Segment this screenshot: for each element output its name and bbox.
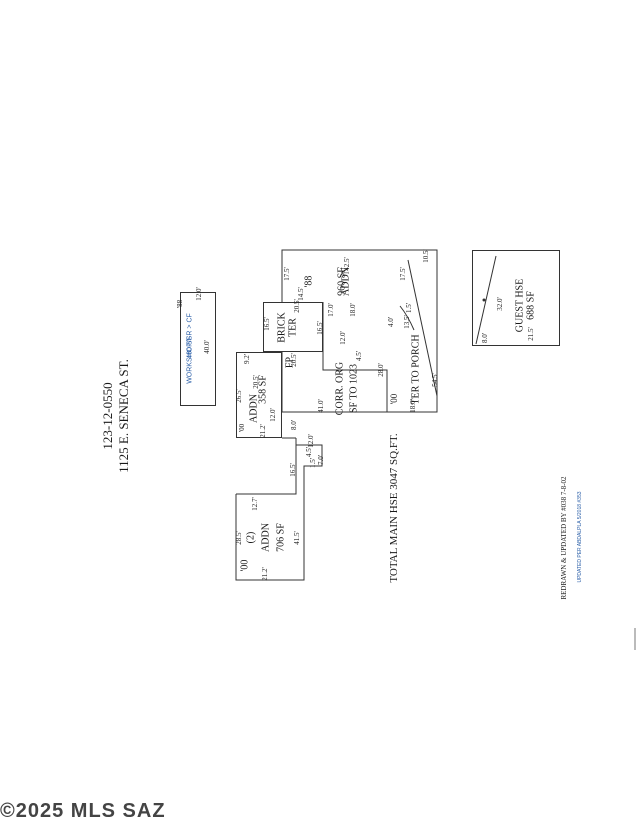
corr-org-d2: 12.0' (339, 331, 347, 345)
addn-960-d1: 17.5' (283, 267, 291, 281)
guest-d3: 21.5' (527, 327, 535, 341)
addn-706-d3: 21.2' (261, 567, 269, 581)
updated-note: UPDATED PER ABDALPLA 5/2018 #353 (577, 491, 583, 583)
corr-org-d3: 28.0' (377, 363, 385, 377)
corr-org-area: SF TO 1023 (348, 363, 360, 414)
addn-706-name: ADDN (260, 523, 272, 552)
addn-706-d2: 12.7' (251, 497, 259, 511)
guest-name: GUEST HSE (514, 278, 526, 333)
total-main-house: TOTAL MAIN HSE 3047 SQ.FT. (388, 433, 400, 583)
corr-org-name: CORR. ORG (334, 361, 346, 416)
addn-706-d1: 28.5' (235, 531, 243, 545)
margin-mark (634, 628, 636, 650)
addn-706-d8: 7.0' (317, 455, 325, 466)
addn-706-d5: 16.5' (289, 463, 297, 477)
corr-org-d4: 4.5' (355, 351, 363, 362)
corr-org-d1: 41.0' (317, 399, 325, 413)
mls-watermark: ©2025 MLS SAZ (0, 800, 166, 822)
addn-706-d9: 1.5' (309, 458, 317, 469)
workshop-box (180, 292, 216, 406)
addn-960-d7: 18.0' (349, 303, 357, 317)
addn-706-num: (2) (245, 531, 257, 544)
guest-d1: 32.0' (496, 297, 504, 311)
addn-706-d4: 41.5' (293, 531, 301, 545)
addn-960-d4: 10.5' (422, 249, 430, 263)
ter-porch-d2: 18.0' (409, 399, 417, 413)
addn-706-year: '00 (239, 559, 251, 572)
addn-960-d6: 17.0' (327, 303, 335, 317)
addn-960-d5: 17.5' (399, 267, 407, 281)
addn-960-year: '88 (303, 275, 315, 288)
ter-porch-d3: 4.0' (387, 317, 395, 328)
guest-house-box (472, 250, 560, 346)
addn-706-area: 706 SF (275, 523, 287, 552)
ter-porch-year: '00 (389, 393, 399, 405)
ter-porch-d1: 54.5' (431, 373, 439, 387)
ter-porch-d5: 1.5' (405, 303, 413, 314)
guest-d2: 8.0' (481, 333, 489, 344)
addn-960-d3: 42.5' (343, 257, 351, 271)
addn-960-d2: 14.5' (297, 287, 305, 301)
redrawn-note: REDRAWN & UPDATED BY #038 7-8-02 (560, 476, 568, 600)
